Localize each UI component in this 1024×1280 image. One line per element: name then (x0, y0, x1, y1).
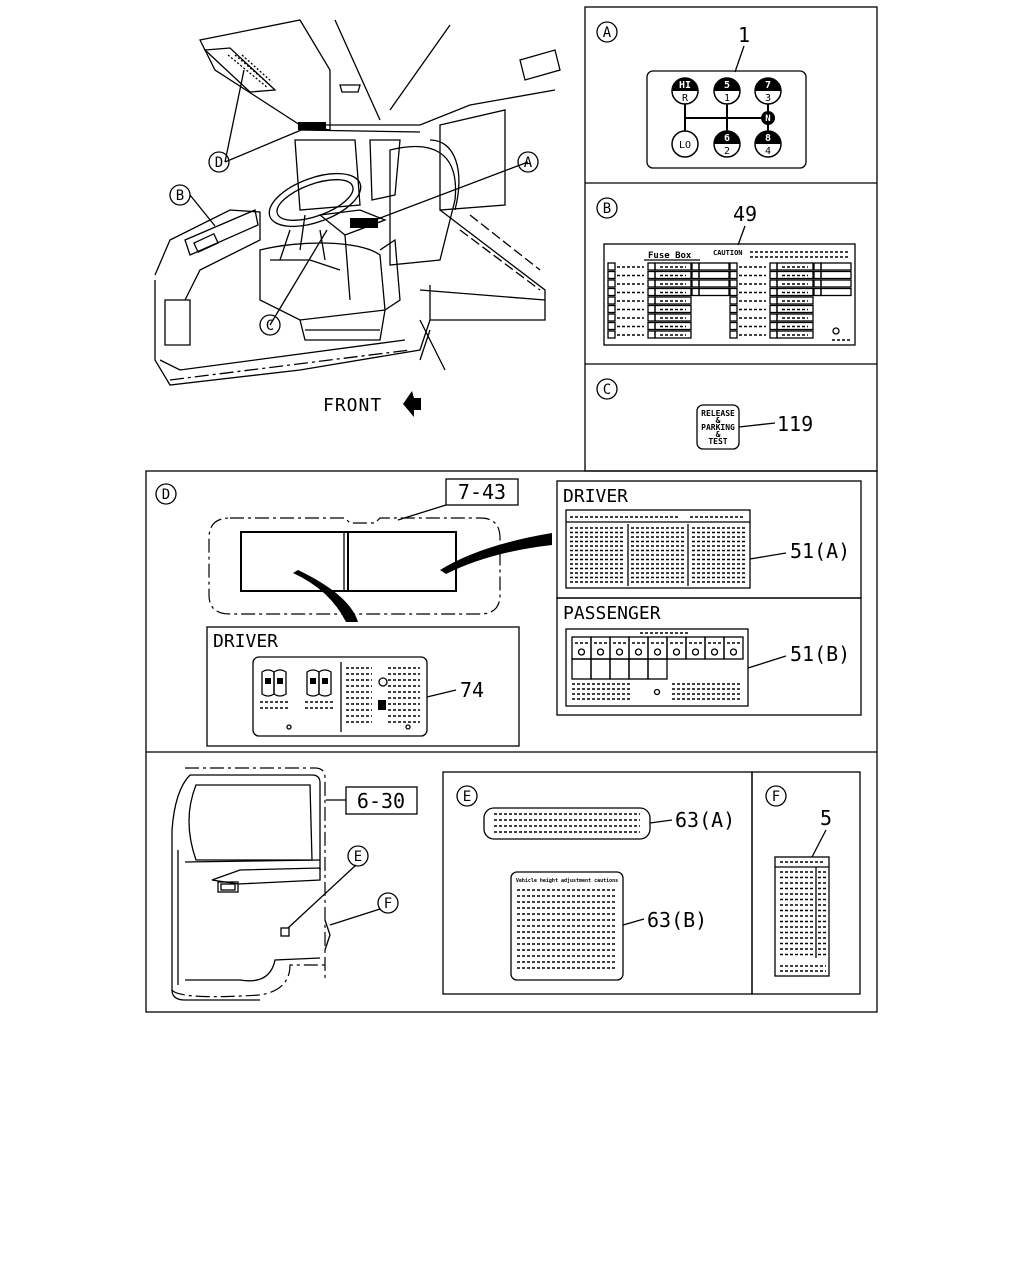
shift-label: 7 (765, 80, 771, 91)
shift-label: N (765, 114, 770, 124)
label-63b (510, 871, 624, 981)
svg-text:TEST: TEST (708, 437, 727, 446)
part-74-number: 74 (460, 678, 484, 702)
shift-label: LO (679, 140, 691, 151)
shift-pattern-label (646, 70, 807, 169)
front-label: FRONT (323, 395, 382, 416)
door-callout-f: F (384, 896, 392, 912)
shift-knob: 73 (754, 77, 782, 105)
front-arrow-icon (403, 391, 421, 417)
svg-text:C: C (266, 318, 274, 334)
passenger-label-title: PASSENGER (563, 603, 661, 624)
part-5-number: 5 (820, 806, 832, 830)
shift-label: 2 (724, 146, 730, 157)
driver-label-bottom-title: DRIVER (213, 631, 278, 652)
shift-label: 3 (765, 93, 771, 104)
svg-text:D: D (215, 155, 223, 171)
panel-a-label: A (603, 25, 612, 41)
shift-label: R (682, 93, 689, 104)
operation-controls-plate (565, 509, 751, 589)
ref-6-30: 6-30 (357, 789, 405, 813)
shift-label: 1 (724, 93, 730, 104)
fuse-box-title: Fuse Box (648, 251, 692, 261)
part-51b-number: 51(B) (790, 642, 850, 666)
svg-text:&: & (716, 430, 721, 439)
shift-label: 5 (724, 80, 730, 91)
label-63a (483, 807, 651, 840)
front-indicator: FRONT (323, 391, 421, 417)
panel-b-label: B (603, 201, 611, 217)
part-63a-number: 63(A) (675, 808, 735, 832)
svg-text:A: A (524, 155, 533, 171)
svg-text:RELEASE: RELEASE (701, 409, 735, 418)
shift-knob: 51 (713, 77, 741, 105)
svg-text:PARKING: PARKING (701, 423, 735, 432)
shift-knob: 84 (754, 130, 782, 158)
callout-d-cab: D (208, 151, 230, 173)
shift-label: 8 (765, 133, 771, 144)
panel-e-label: E (463, 789, 471, 805)
frames (145, 6, 878, 1013)
label-63b-title: Vehicle height adjustment cautions (516, 877, 618, 884)
panel-c: C RELEASE & PARKING & TEST 119 (596, 378, 813, 450)
shift-label: 4 (765, 146, 771, 157)
ref-7-43-box (445, 478, 519, 506)
door-drawing: 6-30 E F (171, 767, 418, 1001)
cab-callouts: D A B C (169, 69, 539, 336)
svg-text:B: B (176, 188, 184, 204)
panel-e: E 63(A) Vehicle height adjustment cautio… (442, 771, 753, 995)
label-location-e (280, 927, 290, 937)
door-callout-e: E (354, 849, 362, 865)
shift-knob: 62 (713, 130, 741, 158)
svg-text:&: & (716, 416, 721, 425)
cab-interior-drawing (154, 19, 561, 386)
label-5 (774, 856, 830, 977)
ref-7-43: 7-43 (458, 480, 506, 504)
fuse-box-caution: CAUTION (713, 249, 743, 257)
panel-d: D 7-43 DRIVER 51(A) PASSENGER 51(B) DRIV… (155, 478, 862, 747)
panel-d-label: D (162, 487, 170, 503)
shift-knob: HI R (671, 77, 699, 105)
callout-b-cab: B (169, 184, 191, 206)
part-1-number: 1 (738, 23, 750, 47)
part-119-number: 119 (777, 412, 813, 436)
shift-knob: N (761, 111, 775, 125)
part-51a-number: 51(A) (790, 539, 850, 563)
part-63b-number: 63(B) (647, 908, 707, 932)
panel-b: B 49 Fuse Box CAUTION (596, 197, 856, 346)
shift-label: 6 (724, 133, 730, 144)
shift-label: HI (679, 80, 691, 91)
panel-f: F 5 (751, 771, 861, 995)
part-49-number: 49 (733, 202, 757, 226)
driver-label-top-title: DRIVER (563, 486, 628, 507)
callout-c-cab: C (259, 314, 281, 336)
panel-c-label: C (603, 382, 611, 398)
shift-knob: LO (671, 130, 699, 158)
callout-a-cab: A (517, 151, 539, 173)
panel-f-label: F (772, 789, 780, 805)
fuse-box-label (603, 243, 856, 346)
